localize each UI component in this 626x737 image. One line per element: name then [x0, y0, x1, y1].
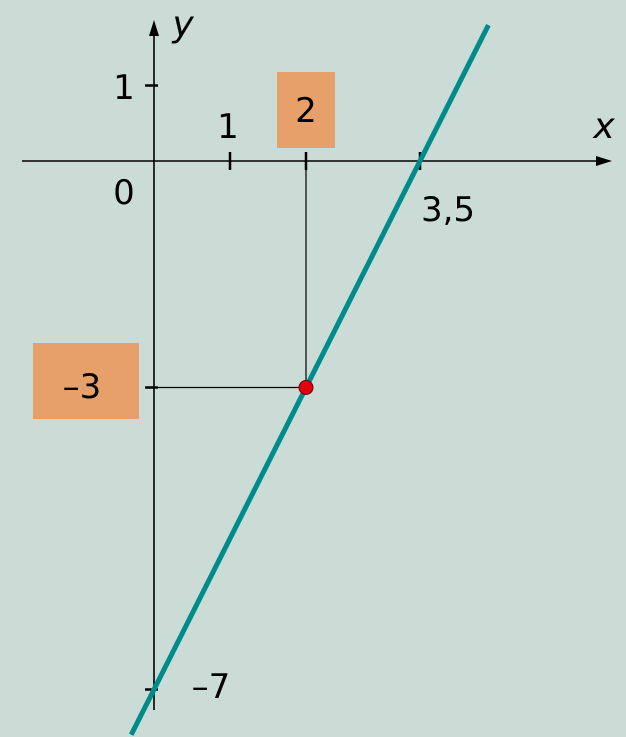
y-value-highlight [33, 343, 139, 419]
y-tick-label: 1 [113, 68, 135, 108]
origin-label: 0 [113, 173, 135, 213]
highlight-point [298, 380, 314, 395]
y-tick-label: –3 [63, 367, 102, 407]
x-value-highlight [277, 72, 335, 148]
x-tick-label: 1 [217, 107, 239, 147]
function-line [128, 23, 491, 736]
x-tick-label: 2 [295, 91, 317, 131]
y-axis-label: y [171, 4, 194, 45]
y-tick-label: –7 [192, 667, 231, 707]
x-tick-label: 3,5 [421, 190, 475, 230]
x-axis-label: x [592, 106, 615, 147]
y-axis-arrow [149, 20, 159, 36]
x-axis-arrow [596, 156, 612, 166]
